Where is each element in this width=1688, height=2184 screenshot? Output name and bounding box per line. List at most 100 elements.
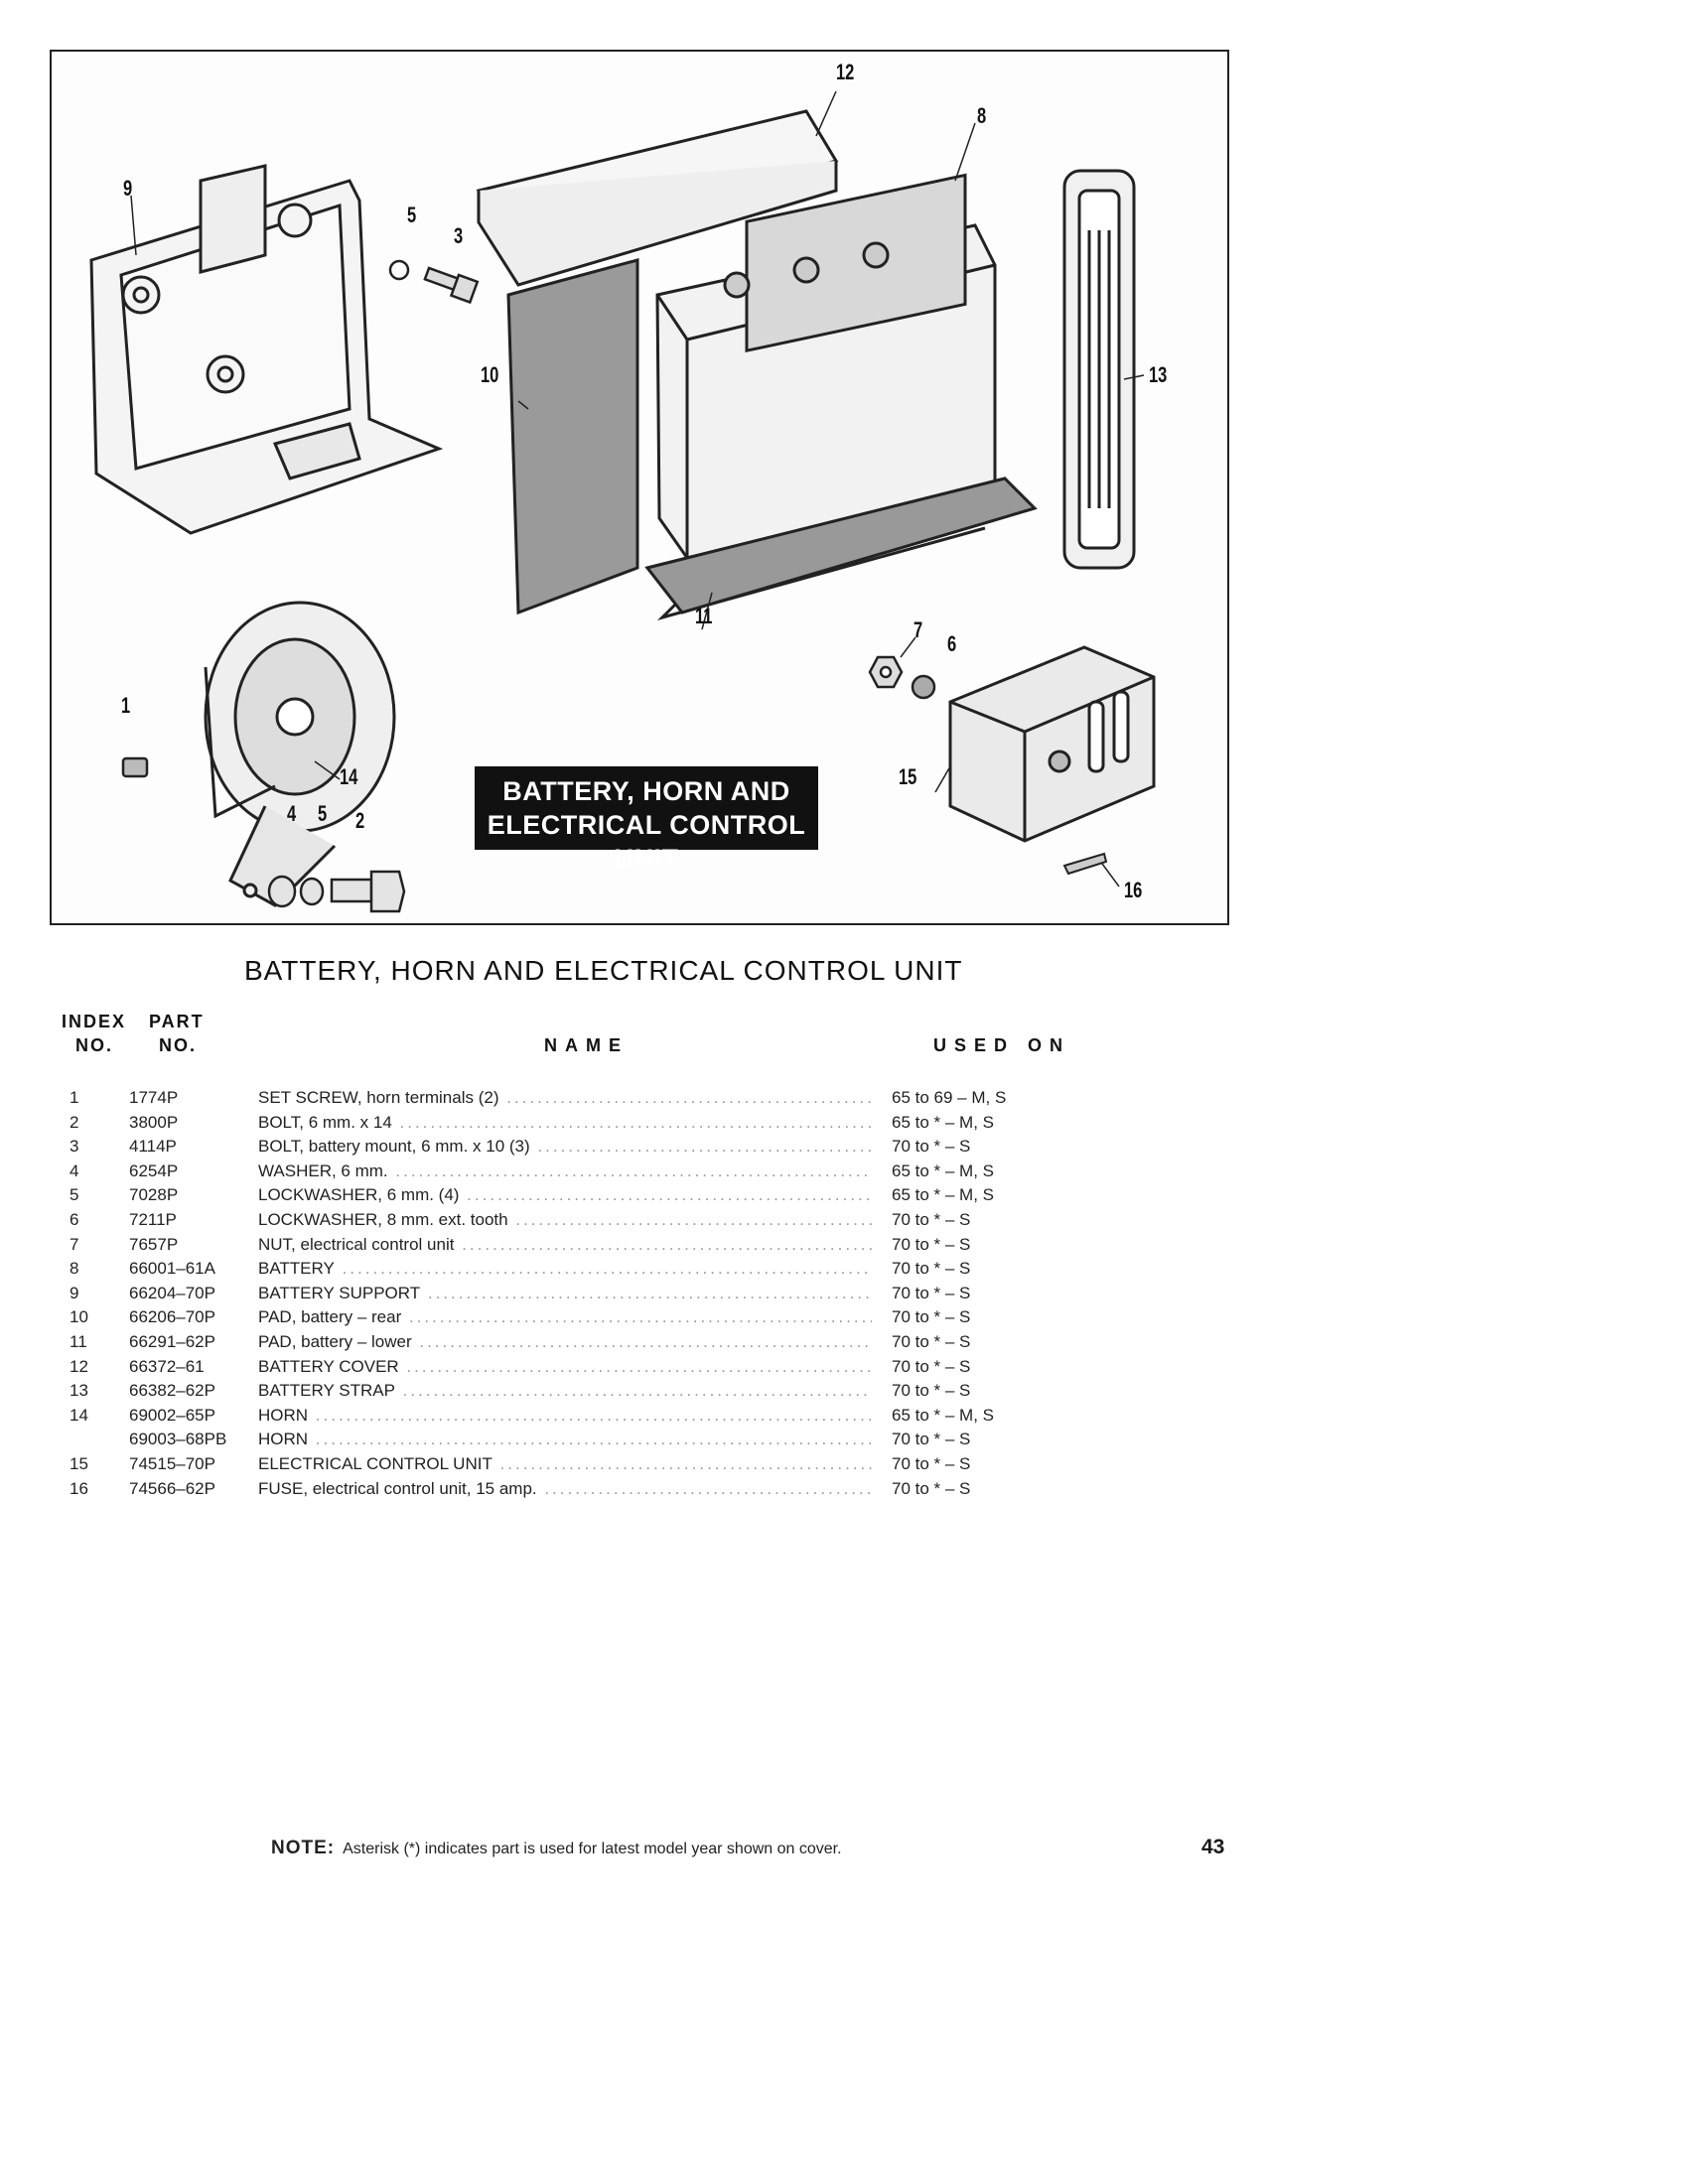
nut-drawing: [868, 655, 936, 700]
table-row: 3 4114P BOLT, battery mount, 6 mm. x 10 (3…: [50, 1137, 1092, 1161]
name-text: PAD, battery – rear: [258, 1307, 402, 1327]
callout-10: 10: [481, 362, 499, 387]
name-cell: BOLT, 6 mm. x 14 .......................…: [258, 1113, 872, 1133]
index-cell: 16: [70, 1478, 88, 1498]
leader-dots: ........................................…: [515, 1209, 872, 1229]
callout-5: 5: [407, 203, 417, 227]
name-cell: LOCKWASHER, 6 mm. (4) ..................…: [258, 1185, 872, 1205]
name-text: LOCKWASHER, 8 mm. ext. tooth: [258, 1209, 508, 1229]
part-number-cell: 69003–68PB: [129, 1430, 227, 1449]
callout-5b: 5: [318, 801, 328, 826]
name-text: BOLT, battery mount, 6 mm. x 10 (3): [258, 1137, 530, 1157]
part-header-line-1: PART: [149, 1012, 205, 1031]
control-unit-drawing: [948, 645, 1156, 843]
name-header: NAME: [544, 1035, 629, 1055]
battery-support-drawing: [89, 164, 444, 535]
leader-dots: ........................................…: [544, 1478, 872, 1498]
name-text: HORN: [258, 1405, 309, 1425]
part-number-cell: 3800P: [129, 1112, 179, 1132]
name-text: BATTERY SUPPORT: [258, 1283, 421, 1302]
index-cell: 9: [70, 1283, 79, 1302]
name-cell: FUSE, electrical control unit, 15 amp. .…: [258, 1479, 872, 1499]
used-on-cell: 70 to * – S: [892, 1209, 971, 1229]
leader-dots: ........................................…: [467, 1185, 872, 1205]
index-cell: 14: [70, 1405, 88, 1425]
callout-4: 4: [287, 801, 297, 826]
battery-cover-drawing: [476, 109, 839, 287]
fuse-drawing: [1062, 852, 1108, 876]
caption-line-2: ELECTRICAL CONTROL UNIT: [487, 810, 806, 874]
leader-dots: ........................................…: [315, 1430, 872, 1449]
page-number: 43: [1201, 1836, 1225, 1858]
index-header-line-1: INDEX: [62, 1012, 127, 1031]
leader-dots: ........................................…: [406, 1356, 872, 1376]
part-number-cell: 74566–62P: [129, 1478, 215, 1498]
callout-7: 7: [914, 617, 923, 642]
name-cell: HORN ...................................…: [258, 1430, 872, 1449]
table-row: 7 7657P NUT, electrical control unit .....…: [50, 1235, 1092, 1260]
part-header-line-2: NO.: [159, 1035, 198, 1055]
callout-16: 16: [1124, 878, 1143, 902]
figure-caption: BATTERY, HORN AND ELECTRICAL CONTROL UNI…: [475, 766, 818, 874]
name-cell: NUT, electrical control unit ...........…: [258, 1235, 872, 1255]
leader-dots: ........................................…: [419, 1331, 872, 1351]
leader-dots: ........................................…: [395, 1160, 872, 1180]
index-cell: 7: [70, 1234, 79, 1254]
used-on-cell: 70 to * – S: [892, 1234, 971, 1254]
index-cell: 8: [70, 1259, 79, 1279]
part-number-cell: 4114P: [129, 1137, 177, 1157]
used-on-cell: 65 to * – M, S: [892, 1112, 994, 1132]
part-number-cell: 66372–61: [129, 1356, 205, 1376]
note-text: Asterisk (*) indicates part is used for …: [343, 1841, 842, 1857]
callout-13: 13: [1149, 362, 1168, 387]
part-number-cell: 69002–65P: [129, 1405, 215, 1425]
callout-12: 12: [836, 60, 855, 84]
part-number-cell: 66001–61A: [129, 1259, 215, 1279]
table-row: 14 69002–65P HORN ........................…: [50, 1406, 1092, 1431]
used-on-cell: 70 to * – S: [892, 1331, 971, 1351]
callout-11: 11: [695, 604, 713, 628]
table-row: 16 74566–62P FUSE, electrical control unit…: [50, 1479, 1092, 1504]
callout-9: 9: [123, 176, 133, 201]
name-text: BATTERY COVER: [258, 1356, 399, 1376]
note-label: NOTE:: [271, 1838, 336, 1858]
leader-dots: ........................................…: [315, 1405, 872, 1425]
used-on-cell: 70 to * – S: [892, 1283, 971, 1302]
used-on-cell: 65 to * – M, S: [892, 1185, 994, 1205]
part-number-cell: 7657P: [129, 1234, 179, 1254]
part-number-cell: 6254P: [129, 1160, 179, 1180]
name-cell: LOCKWASHER, 8 mm. ext. tooth ...........…: [258, 1210, 872, 1230]
table-row: 12 66372–61 BATTERY COVER ................…: [50, 1357, 1092, 1382]
index-cell: 5: [70, 1185, 79, 1205]
used-on-cell: 70 to * – S: [892, 1453, 971, 1473]
name-text: BATTERY STRAP: [258, 1381, 395, 1401]
battery-strap-drawing: [1062, 169, 1136, 570]
name-cell: PAD, battery – rear ....................…: [258, 1307, 872, 1327]
index-cell: 12: [70, 1356, 88, 1376]
name-cell: BATTERY SUPPORT ........................…: [258, 1284, 872, 1303]
leader-dots: ........................................…: [402, 1381, 872, 1401]
name-cell: HORN ...................................…: [258, 1406, 872, 1426]
horn-drawing: [204, 601, 396, 907]
part-number-cell: 66206–70P: [129, 1307, 215, 1327]
table-row: 69003–68PB HORN .........................…: [50, 1430, 1092, 1454]
used-on-cell: 70 to * – S: [892, 1307, 971, 1327]
part-number-cell: 7211P: [129, 1209, 177, 1229]
name-cell: BATTERY COVER ..........................…: [258, 1357, 872, 1377]
index-cell: 3: [70, 1137, 79, 1157]
name-text: SET SCREW, horn terminals (2): [258, 1088, 499, 1107]
callout-14: 14: [340, 764, 358, 789]
leader-dots: ........................................…: [342, 1259, 872, 1279]
callout-15: 15: [899, 764, 917, 789]
used-on-cell: 70 to * – S: [892, 1356, 971, 1376]
used-on-cell: 70 to * – S: [892, 1381, 971, 1401]
used-on-cell: 70 to * – S: [892, 1478, 971, 1498]
part-number-cell: 74515–70P: [129, 1453, 215, 1473]
